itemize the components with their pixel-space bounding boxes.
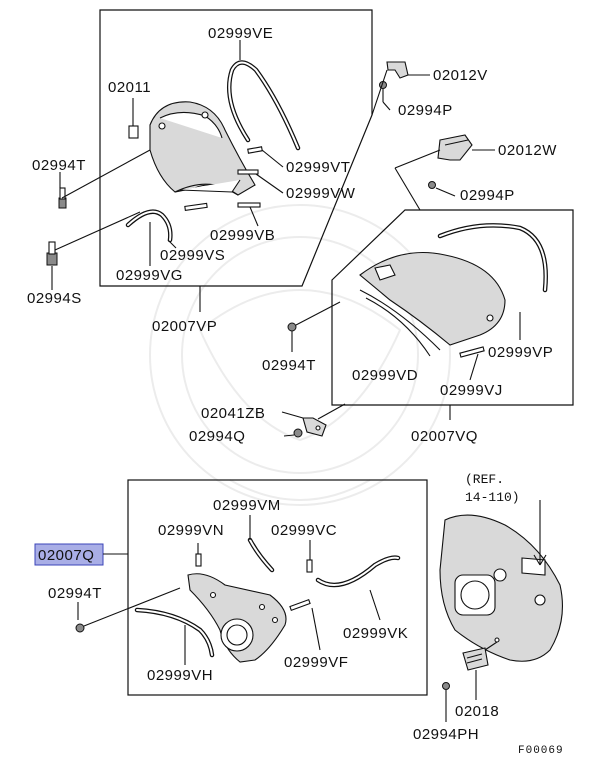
group-02007VQ (287, 167, 574, 420)
label-02994P-top: 02994P (398, 102, 453, 119)
bolt-02994T-upper (58, 187, 67, 209)
label-02999VG: 02999VG (116, 267, 183, 284)
label-ref-line2: 14-110) (465, 490, 520, 505)
label-02999VK: 02999VK (343, 625, 408, 642)
upper-cover-rear-part (359, 252, 506, 346)
label-02994P-mid: 02994P (460, 187, 515, 204)
label-02007VP: 02007VP (152, 318, 217, 335)
box-02007VQ (331, 209, 574, 406)
label-02999VW: 02999VW (286, 185, 356, 202)
label-02999VB: 02999VB (210, 227, 275, 244)
group-02007VP (46, 9, 373, 312)
clip-02011 (128, 125, 139, 139)
label-02999VT: 02999VT (286, 159, 350, 176)
label-02007Q[interactable]: 02007Q (38, 547, 94, 564)
upper-cover-front-part (149, 101, 256, 196)
bracket-02018 (442, 637, 500, 722)
bolt-02994T-middle (287, 322, 297, 332)
watermark-emblem (149, 204, 451, 506)
label-02041ZB: 02041ZB (201, 405, 265, 422)
label-02999VD: 02999VD (352, 367, 418, 384)
label-02994T-lower: 02994T (48, 585, 102, 602)
figure-id: F00069 (518, 745, 564, 757)
label-ref-line1: (REF. (465, 472, 504, 487)
bolt-02994T-lower (75, 623, 85, 633)
box-02007Q (127, 479, 428, 696)
label-02012W: 02012W (498, 142, 557, 159)
label-02994T-upper: 02994T (32, 157, 86, 174)
group-02007Q (34, 479, 428, 696)
bracket-02041ZB (281, 403, 346, 438)
label-02999VM: 02999VM (213, 497, 281, 514)
bracket-02012V (371, 61, 430, 116)
label-02999VF: 02999VF (284, 654, 348, 671)
bolt-02994S (46, 241, 58, 266)
label-02018: 02018 (455, 703, 499, 720)
label-02999VE: 02999VE (208, 25, 273, 42)
label-02999VC: 02999VC (271, 522, 337, 539)
label-02007VQ: 02007VQ (411, 428, 478, 445)
label-02999VH: 02999VH (147, 667, 213, 684)
label-02994S: 02994S (27, 290, 82, 307)
label-02999VN: 02999VN (158, 522, 224, 539)
bracket-02012W (394, 134, 495, 197)
label-02999VJ: 02999VJ (440, 382, 503, 399)
engine-block-ref (439, 500, 563, 662)
label-02012V: 02012V (433, 67, 488, 84)
label-02999VS: 02999VS (160, 247, 225, 264)
label-02011: 02011 (108, 79, 151, 96)
label-02994T-middle: 02994T (262, 357, 316, 374)
box-02007VP (99, 9, 373, 287)
label-02994Q: 02994Q (189, 428, 245, 445)
label-02999VP: 02999VP (488, 344, 553, 361)
label-02994PH: 02994PH (413, 726, 479, 743)
